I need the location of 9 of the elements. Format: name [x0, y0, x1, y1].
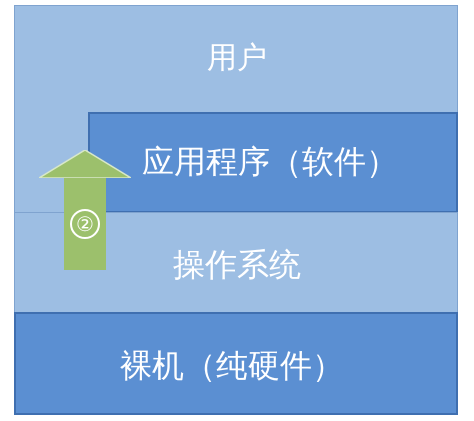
- layer-label: 操作系统: [173, 247, 301, 283]
- layer-band: [88, 112, 458, 213]
- layer-label: 用户: [207, 42, 267, 74]
- layer-label: 应用程序（软件）: [142, 144, 398, 180]
- layer-label: 裸机（纯硬件）: [120, 348, 344, 384]
- layer-band: [14, 212, 458, 313]
- layer-band: [14, 5, 458, 213]
- layer-band: [14, 312, 458, 415]
- block-arrow: [38, 149, 132, 270]
